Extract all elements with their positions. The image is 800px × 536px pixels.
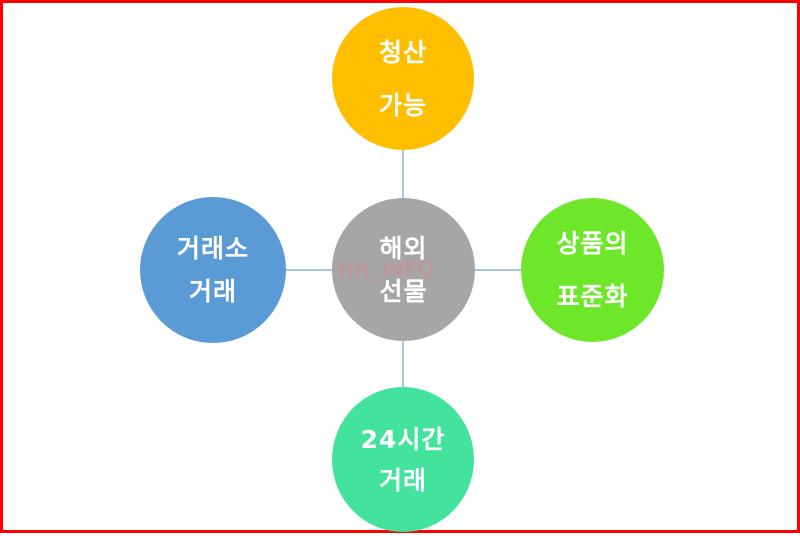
node-center-line-1: 해외 bbox=[379, 233, 428, 263]
node-top-line-2: 가능 bbox=[378, 90, 427, 120]
connector-lines bbox=[286, 150, 521, 387]
node-bottom-line-2: 거래 bbox=[378, 465, 427, 495]
node-left-line-2: 거래 bbox=[188, 277, 237, 306]
node-top: 청산 가능 bbox=[332, 7, 474, 150]
node-right-line-1: 상품의 bbox=[556, 229, 629, 258]
node-right-line-2: 표준화 bbox=[556, 282, 629, 311]
node-top-line-1: 청산 bbox=[378, 37, 427, 67]
node-center-line-2: 선물 bbox=[379, 276, 428, 306]
node-center: 해외 선물 bbox=[332, 198, 475, 341]
node-left-line-1: 거래소 bbox=[176, 234, 249, 263]
node-left: 거래소 거래 bbox=[140, 197, 286, 343]
node-bottom-line-1: 24시간 bbox=[360, 424, 446, 454]
node-bottom: 24시간 거래 bbox=[332, 387, 474, 532]
node-right: 상품의 표준화 bbox=[521, 198, 664, 342]
watermark-text: HH_INFO bbox=[339, 257, 435, 281]
